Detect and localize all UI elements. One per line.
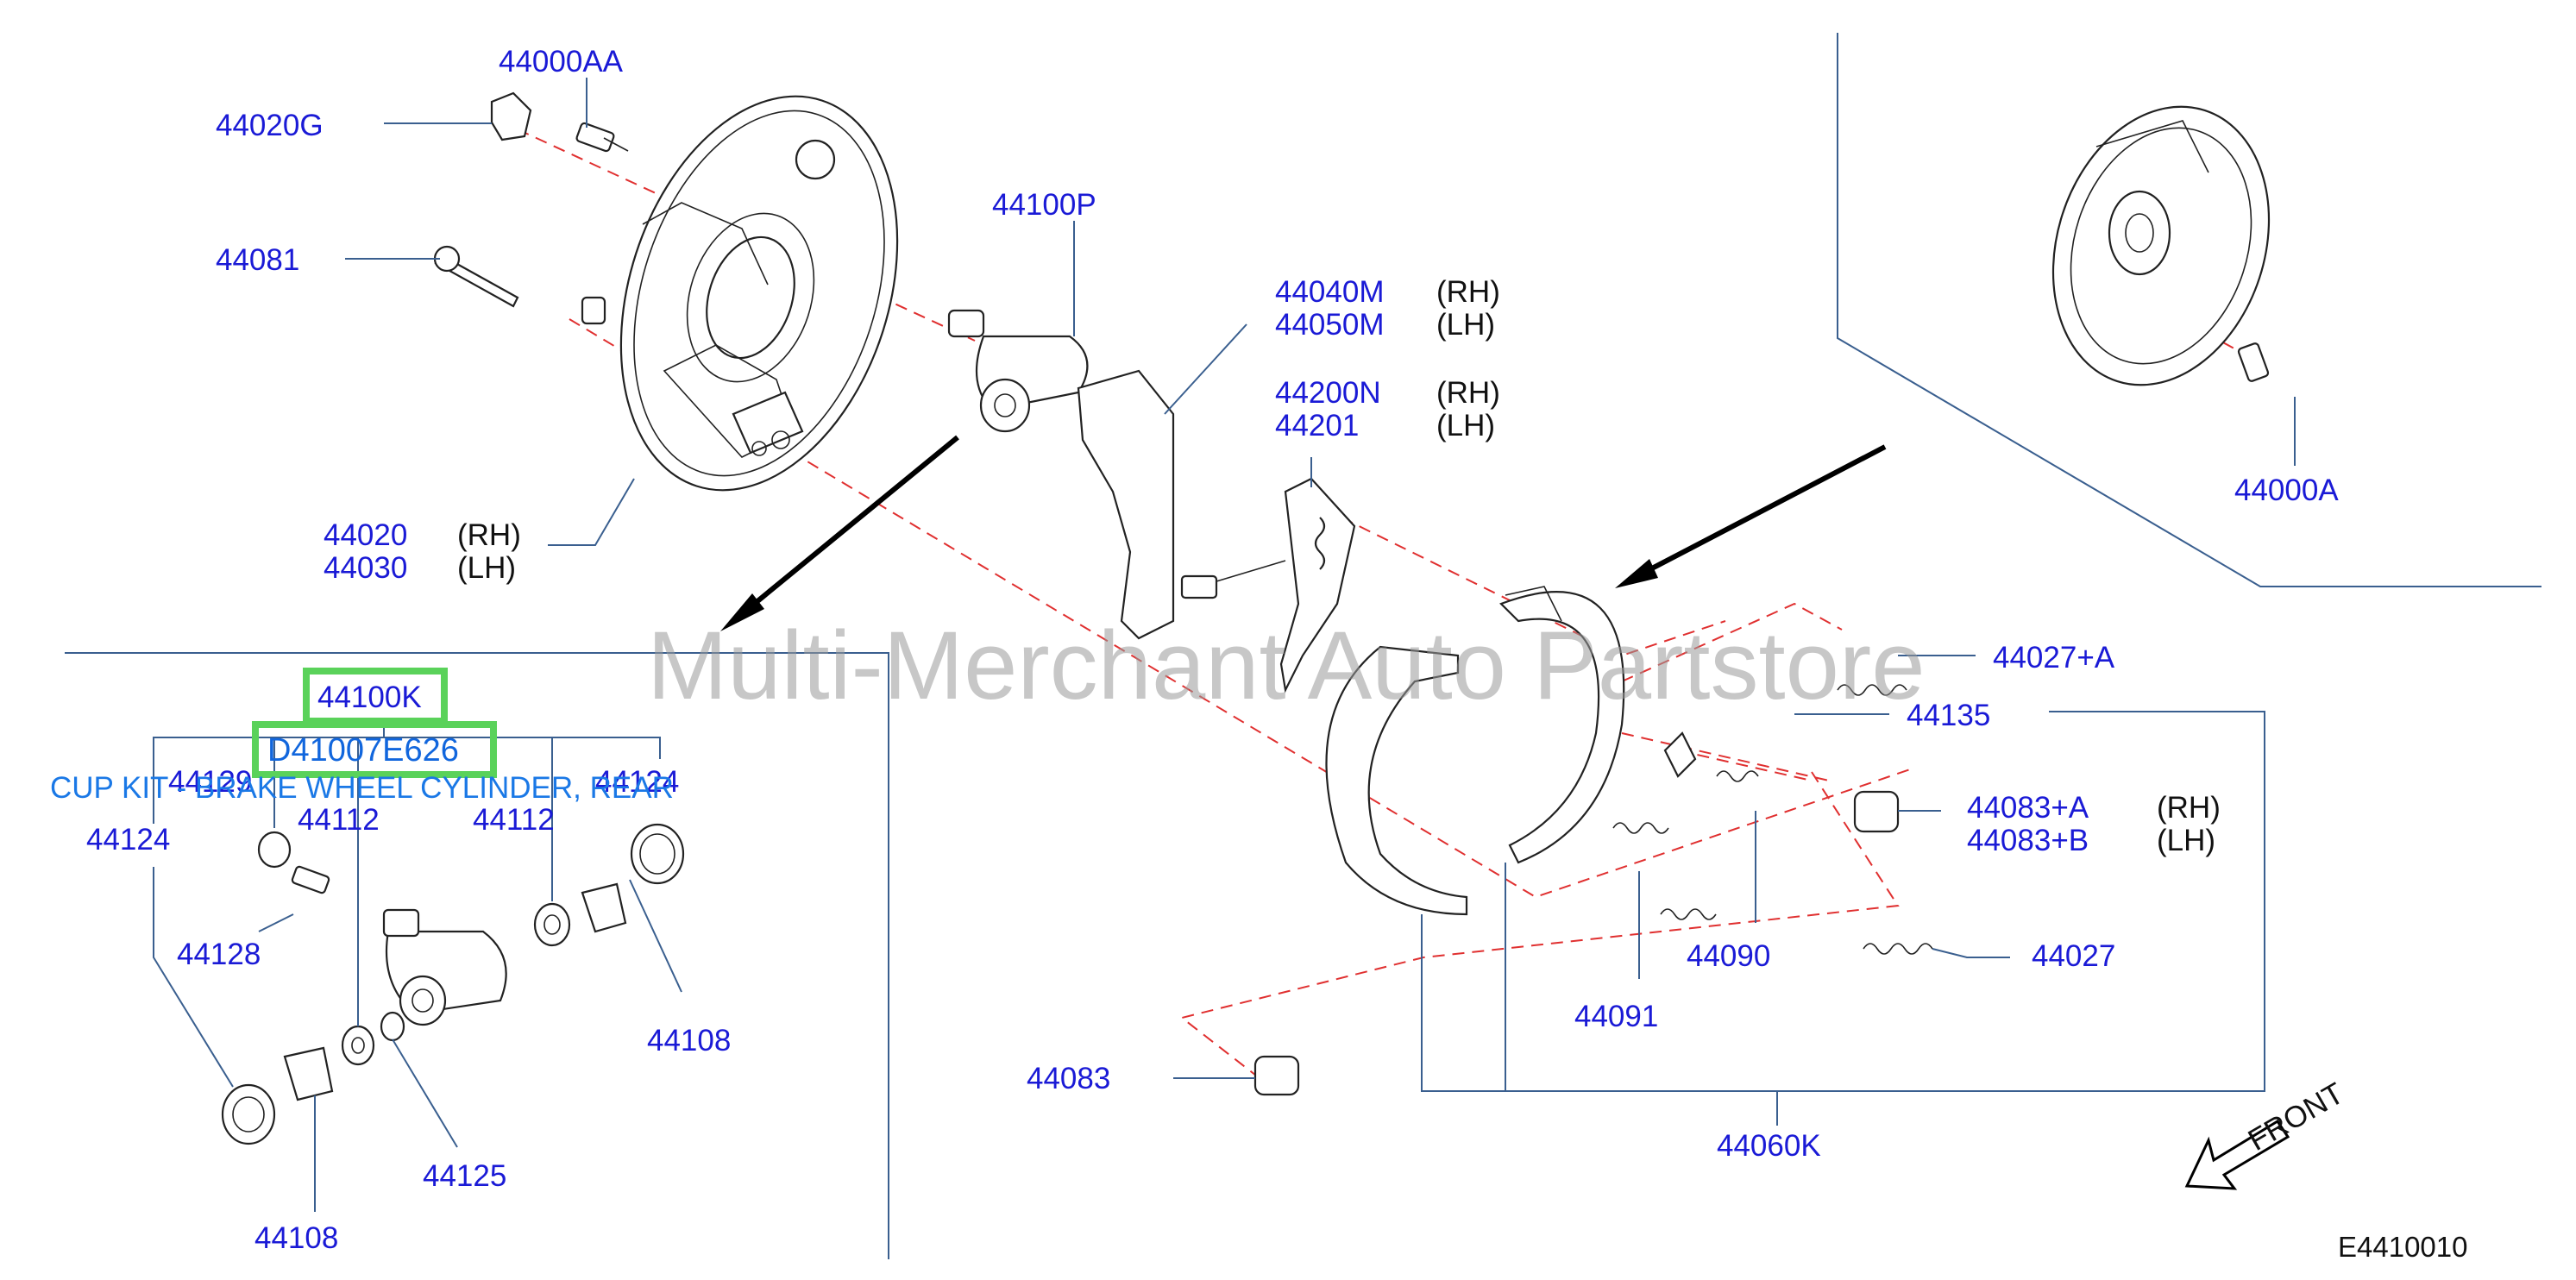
label-44090[interactable]: 44090 xyxy=(1687,939,1770,973)
label-44125[interactable]: 44125 xyxy=(423,1159,506,1193)
label-44124-right[interactable]: 44124 xyxy=(595,765,679,799)
label-44000AA[interactable]: 44000AA xyxy=(499,45,624,78)
label-44000A[interactable]: 44000A xyxy=(2234,474,2339,507)
highlight-description: CUP KIT - BRAKE WHEEL CYLINDER, REAR xyxy=(50,771,674,805)
assembled-drum xyxy=(2051,105,2271,386)
label-44081[interactable]: 44081 xyxy=(216,243,299,277)
wheel-cylinder xyxy=(947,309,1089,433)
front-label: FRONT xyxy=(2243,1076,2350,1158)
label-44108-left[interactable]: 44108 xyxy=(254,1221,338,1255)
label-44083A[interactable]: 44083+A xyxy=(1967,791,2089,825)
backing-plate xyxy=(619,95,899,492)
highlight-oem-number[interactable]: D41007E626 xyxy=(267,732,459,769)
springs-and-clips xyxy=(1253,684,1933,1096)
label-44050M[interactable]: 44050M xyxy=(1275,308,1384,342)
label-44030[interactable]: 44030 xyxy=(324,551,407,585)
diagram-code: E4410010 xyxy=(2338,1231,2467,1263)
part-labels: 44000AA 44020G 44081 44020 (RH) 44030 (L… xyxy=(86,45,2339,1255)
panel-borders xyxy=(65,33,2541,1259)
label-44112-left[interactable]: 44112 xyxy=(298,803,380,837)
label-44027A[interactable]: 44027+A xyxy=(1993,641,2115,675)
label-44124-left[interactable]: 44124 xyxy=(86,823,170,856)
leader-lines xyxy=(153,78,2296,1212)
label-44083B[interactable]: 44083+B xyxy=(1967,824,2089,857)
label-44040M-side: (RH) xyxy=(1436,275,1500,309)
label-44030-side: (LH) xyxy=(457,551,516,585)
label-44201-side: (LH) xyxy=(1436,409,1495,442)
label-44135[interactable]: 44135 xyxy=(1907,699,1990,732)
adjuster-parts xyxy=(1077,369,1356,693)
label-44201[interactable]: 44201 xyxy=(1275,409,1359,442)
direction-arrows xyxy=(720,435,1887,631)
label-44083A-side: (RH) xyxy=(2157,791,2221,825)
front-indicator: FRONT xyxy=(2184,1076,2350,1190)
label-44200N-side: (RH) xyxy=(1436,376,1500,410)
label-44050M-side: (LH) xyxy=(1436,308,1495,342)
label-44040M[interactable]: 44040M xyxy=(1275,275,1384,309)
label-44100P[interactable]: 44100P xyxy=(992,188,1096,222)
label-44112-right[interactable]: 44112 xyxy=(473,803,555,837)
fasteners-top-left xyxy=(433,91,629,325)
label-44108-right[interactable]: 44108 xyxy=(647,1024,731,1057)
label-44200N[interactable]: 44200N xyxy=(1275,376,1381,410)
label-44083[interactable]: 44083 xyxy=(1027,1062,1110,1095)
label-44020[interactable]: 44020 xyxy=(324,518,407,552)
label-44129[interactable]: 44129 xyxy=(168,765,252,799)
label-44091[interactable]: 44091 xyxy=(1574,1000,1658,1033)
label-44020G[interactable]: 44020G xyxy=(216,109,324,142)
label-44060K[interactable]: 44060K xyxy=(1717,1129,1821,1163)
label-44128[interactable]: 44128 xyxy=(177,938,261,971)
watermark-text: Multi-Merchant Auto Partstore xyxy=(647,612,1925,719)
cylinder-kit-parts xyxy=(221,823,685,1145)
highlight-part-number[interactable]: 44100K xyxy=(317,681,422,714)
label-44083B-side: (LH) xyxy=(2157,824,2215,857)
label-44027[interactable]: 44027 xyxy=(2032,939,2115,973)
alignment-lines xyxy=(517,129,2252,1079)
brake-shoes xyxy=(1325,586,1625,916)
label-44020-side: (RH) xyxy=(457,518,521,552)
highlighted-part: 44100K D41007E626 CUP KIT - BRAKE WHEEL … xyxy=(50,668,674,805)
